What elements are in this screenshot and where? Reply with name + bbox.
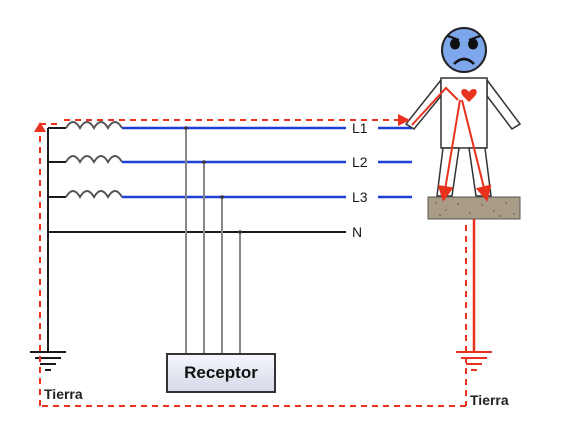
neutral-bus (47, 127, 346, 352)
label-l3: L3 (352, 189, 368, 205)
heart-icon (461, 89, 477, 102)
face-icon (441, 27, 487, 73)
platform-texture (435, 202, 515, 217)
label-l1: L1 (352, 120, 368, 136)
ground-left-icon (30, 351, 66, 371)
label-n: N (352, 224, 363, 240)
ground-right-icon (456, 351, 492, 371)
receptor-box: Receptor (166, 353, 276, 393)
phase-wires (122, 126, 412, 199)
fault-current-arrows (34, 114, 410, 132)
ground-right-label: Tierra (470, 392, 509, 408)
label-l2: L2 (352, 154, 368, 170)
ground-platform (427, 196, 521, 220)
tap-nodes (184, 126, 242, 234)
receptor-taps (185, 128, 241, 353)
receptor-label: Receptor (184, 363, 258, 382)
body-current-path (411, 86, 492, 202)
fault-current-loop (39, 119, 467, 407)
transformer-coils (65, 121, 123, 199)
ground-left-label: Tierra (44, 386, 83, 402)
